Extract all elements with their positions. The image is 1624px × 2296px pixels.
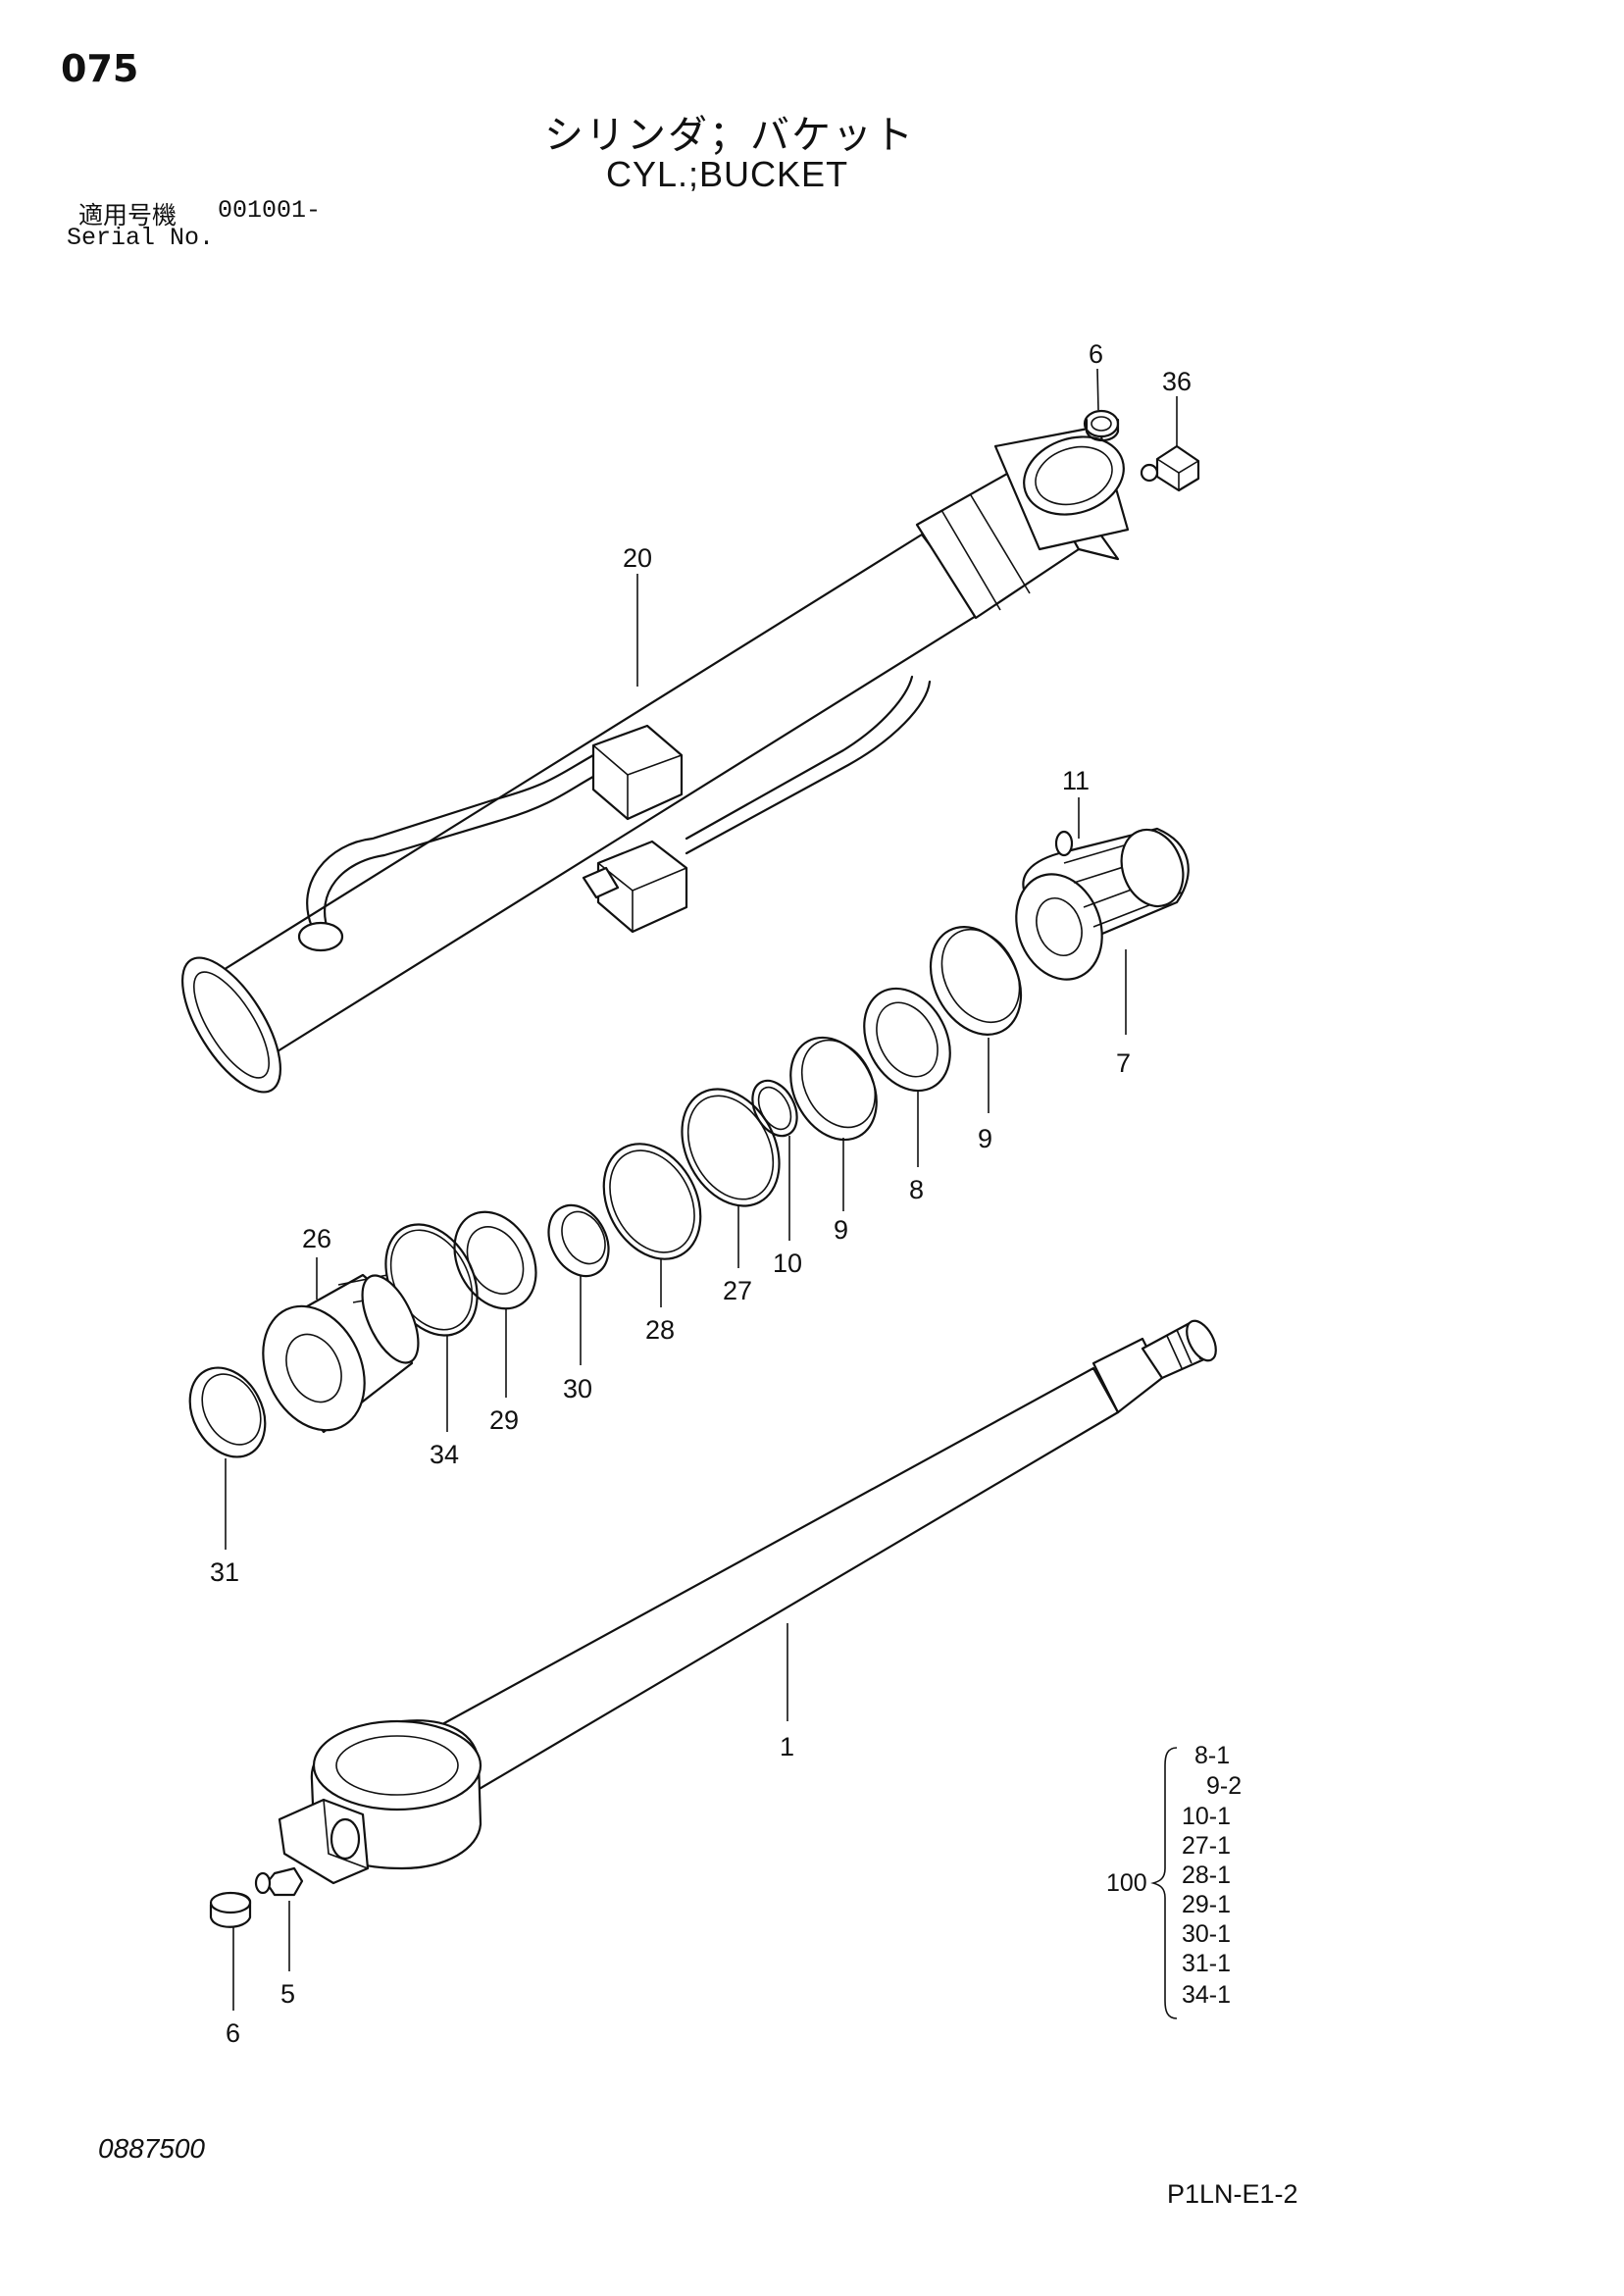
kit-number: 100 bbox=[1106, 1869, 1147, 1897]
callout-30: 30 bbox=[563, 1374, 592, 1403]
callout-28: 28 bbox=[645, 1315, 675, 1345]
seal-ring-part-28 bbox=[602, 1143, 702, 1260]
callout-26: 26 bbox=[302, 1224, 331, 1253]
callout-29: 29 bbox=[489, 1405, 519, 1435]
callout-1: 1 bbox=[780, 1732, 794, 1761]
title-english: CYL.;BUCKET bbox=[606, 154, 849, 194]
backup-ring-part-27 bbox=[681, 1088, 781, 1207]
grease-fitting-part-bottom bbox=[254, 1866, 304, 1897]
title-japanese: シリンダ；バケット bbox=[544, 113, 915, 158]
seal-ring-part-29 bbox=[453, 1210, 537, 1310]
callout-36: 36 bbox=[1162, 367, 1192, 396]
callout-6-bottom: 6 bbox=[226, 2018, 240, 2048]
callout-9-upper: 9 bbox=[978, 1124, 992, 1153]
serial-number-value: 001001- bbox=[218, 196, 322, 225]
callout-27: 27 bbox=[723, 1276, 752, 1305]
kit-item: 10-1 bbox=[1182, 1803, 1231, 1830]
kit-item: 29-1 bbox=[1182, 1891, 1231, 1918]
callout-10: 10 bbox=[773, 1249, 802, 1278]
callout-11: 11 bbox=[1062, 766, 1090, 795]
callout-7: 7 bbox=[1116, 1048, 1131, 1078]
kit-item: 9-2 bbox=[1206, 1772, 1242, 1800]
bushing-part-top bbox=[1083, 409, 1120, 442]
piston-part bbox=[1015, 827, 1190, 981]
kit-item: 31-1 bbox=[1182, 1950, 1231, 1977]
cylinder-head-part bbox=[262, 1273, 420, 1434]
callout-31: 31 bbox=[210, 1557, 239, 1587]
seal-ring-part-8 bbox=[863, 987, 951, 1093]
callout-5: 5 bbox=[280, 1979, 295, 2009]
piston-rod-part bbox=[278, 1319, 1217, 1885]
kit-item: 27-1 bbox=[1182, 1832, 1231, 1860]
callout-8: 8 bbox=[909, 1175, 924, 1204]
kit-item: 28-1 bbox=[1182, 1862, 1231, 1889]
pin-part bbox=[1054, 830, 1074, 857]
callout-20: 20 bbox=[623, 543, 652, 573]
dust-seal-part-31 bbox=[188, 1366, 267, 1458]
bushing-part-30 bbox=[547, 1203, 610, 1278]
page-number: 075 bbox=[61, 47, 139, 90]
serial-label-japanese: 適用号機 bbox=[78, 201, 178, 230]
kit-item: 8-1 bbox=[1194, 1742, 1230, 1769]
sheet-code: P1LN-E1-2 bbox=[1167, 2179, 1298, 2209]
leader-lines bbox=[225, 368, 1178, 2011]
seal-ring-part-9-lower bbox=[789, 1036, 878, 1142]
callout-labels: 20 6 36 11 7 9 8 9 10 27 28 30 29 34 26 … bbox=[210, 339, 1192, 2048]
callout-34: 34 bbox=[430, 1440, 459, 1469]
kit-item: 34-1 bbox=[1182, 1981, 1231, 2009]
drawing-code: 0887500 bbox=[98, 2133, 206, 2164]
callout-9-lower: 9 bbox=[834, 1215, 848, 1245]
kit-item: 30-1 bbox=[1182, 1920, 1231, 1948]
bushing-part-bottom bbox=[209, 1891, 252, 1928]
seal-kit-group: 100 8-1 9-2 10-1 27-1 28-1 29-1 30-1 31-… bbox=[1106, 1742, 1242, 2019]
seal-ring-part-9-upper bbox=[929, 926, 1023, 1036]
grease-fitting-part-top bbox=[1140, 444, 1200, 492]
cylinder-tube-part bbox=[180, 425, 1130, 1094]
callout-6-top: 6 bbox=[1089, 339, 1103, 369]
serial-label-english: Serial No. bbox=[67, 224, 215, 252]
